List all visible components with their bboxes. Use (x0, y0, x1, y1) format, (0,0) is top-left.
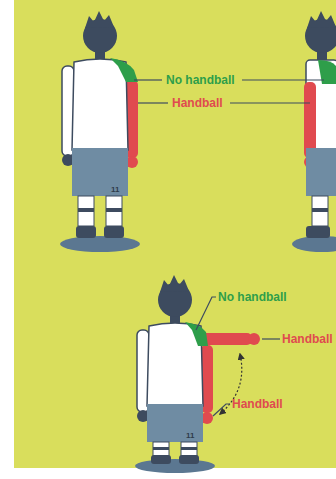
zone-label: Handball (232, 397, 283, 411)
shoe (306, 226, 330, 238)
leader-line (196, 297, 216, 330)
leader-line (230, 102, 310, 103)
sock-band (312, 208, 328, 212)
shorts (147, 404, 203, 442)
base-shadow (135, 459, 215, 473)
shoe (179, 455, 199, 464)
leader-line (242, 79, 324, 80)
sock-band (106, 208, 122, 212)
leader-line (262, 338, 280, 339)
leader-line (213, 404, 230, 416)
shirt-number: 11 (186, 431, 194, 441)
arm-handball-zone (304, 82, 316, 158)
zone-label: No handball (166, 73, 235, 87)
shirt (72, 59, 128, 150)
sock (78, 196, 94, 226)
background (14, 0, 336, 468)
shoe (151, 455, 171, 464)
leader-line (134, 79, 162, 80)
zone-label: Handball (172, 96, 223, 110)
shorts (306, 148, 336, 196)
sock (181, 442, 197, 456)
sock-band (153, 447, 169, 450)
shoulder-no-handball-zone (185, 322, 208, 346)
shirt-number: 11 (111, 185, 119, 195)
shorts (72, 148, 128, 196)
player-side (292, 11, 336, 252)
player-arm-raised (135, 275, 260, 473)
sock (312, 196, 328, 226)
sock (106, 196, 122, 226)
zone-label: Handball (282, 332, 333, 346)
player-front (60, 11, 140, 252)
shoulder-no-handball-zone (110, 58, 138, 82)
sock (153, 442, 169, 456)
hair (307, 11, 336, 28)
hand (248, 333, 260, 345)
hair (160, 275, 189, 292)
hair (85, 11, 114, 28)
base-shadow (292, 236, 336, 252)
base-shadow (60, 236, 140, 252)
sock-band (78, 208, 94, 212)
shoe (104, 226, 124, 238)
sock-band (181, 447, 197, 450)
leader-line (138, 102, 168, 103)
shoe (76, 226, 96, 238)
zone-label: No handball (218, 290, 287, 304)
